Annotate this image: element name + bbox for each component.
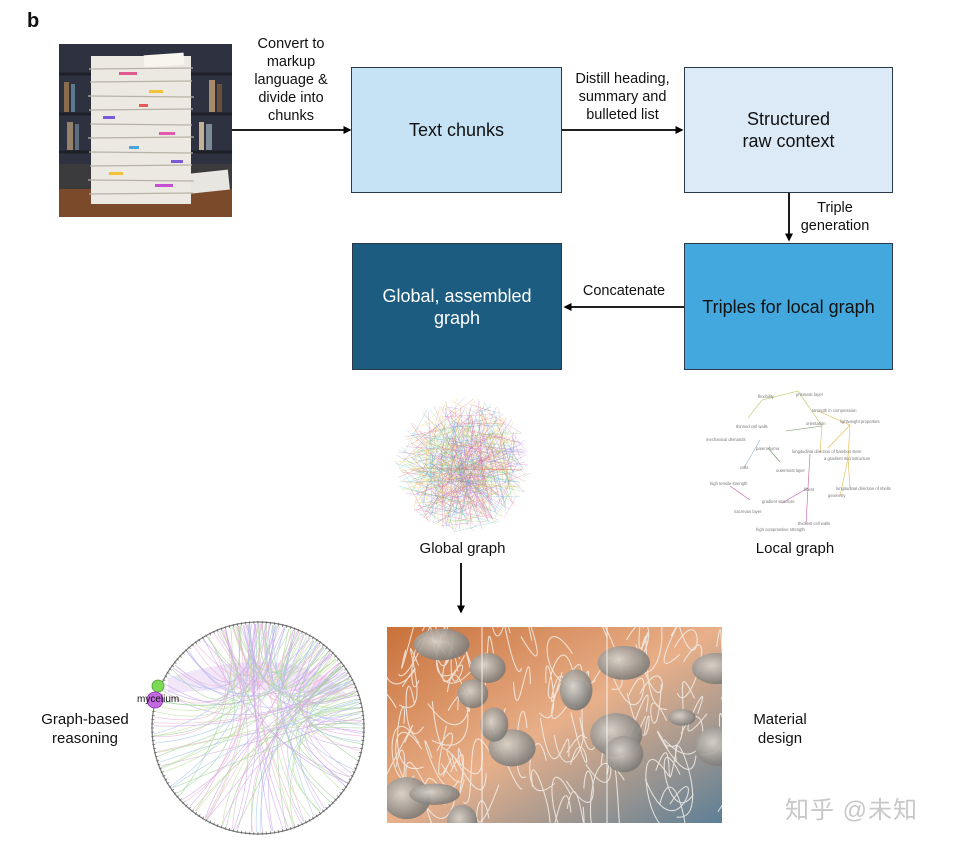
global-assembled-line2: graph bbox=[433, 307, 481, 328]
distill-label: Distill heading, summary and bulleted li… bbox=[575, 71, 670, 123]
local-node-label: strength in compression bbox=[812, 408, 857, 413]
global-assembled-box: Global, assembled graph bbox=[352, 243, 562, 370]
global-assembled-line1: Global, assembled bbox=[382, 285, 532, 306]
triple-generation-label: Triple generation bbox=[800, 200, 870, 234]
panel-label: b bbox=[27, 10, 40, 32]
watermark: 知乎 @未知 bbox=[785, 797, 919, 824]
text-chunks-label: Text chunks bbox=[408, 120, 505, 140]
local-node-label: longitudinal direction of shells bbox=[836, 486, 891, 491]
local-node-label: longitudinal direction of bamboo stem bbox=[792, 449, 862, 454]
local-node-label: orientation bbox=[806, 421, 826, 426]
local-node-label: flexibility bbox=[758, 394, 775, 399]
local-node-label: geometry bbox=[828, 493, 846, 498]
local-node-label: thickest cell walls bbox=[798, 521, 830, 526]
structured-context-box: Structured raw context bbox=[684, 67, 893, 193]
local-node-label: gradient structure bbox=[762, 499, 795, 504]
convert-label: Convert to markup language & divide into… bbox=[254, 36, 328, 124]
local-node-label: parenchyma bbox=[756, 446, 780, 451]
global-graph-caption: Global graph bbox=[419, 540, 506, 557]
graph-reasoning-image bbox=[146, 621, 365, 835]
local-node-label: a gradient microstructure bbox=[824, 456, 871, 461]
local-node-label: high compressive strength bbox=[756, 527, 806, 532]
local-node-label: mechanical demands bbox=[706, 437, 746, 442]
local-node-label: high tensile strength bbox=[710, 481, 748, 486]
local-node-label: prismatic layer bbox=[796, 392, 824, 397]
graph-reasoning-caption: Graph-based reasoning bbox=[41, 711, 129, 747]
mycelium-node-label: mycelium bbox=[137, 694, 180, 705]
text-chunks-box: Text chunks bbox=[351, 67, 562, 193]
local-node-label: nacreous layer bbox=[734, 509, 762, 514]
concatenate-label: Concatenate bbox=[582, 283, 666, 299]
local-graph-caption: Local graph bbox=[755, 540, 835, 557]
local-node-label: thinned cell walls bbox=[736, 424, 768, 429]
global-graph-image bbox=[395, 397, 531, 533]
papers-stack-image bbox=[59, 44, 232, 217]
local-node-label: outermost layer bbox=[776, 468, 805, 473]
local-node-label: lightweight properties bbox=[840, 419, 880, 424]
local-node-label: cells bbox=[740, 465, 748, 470]
structured-line2: raw context bbox=[742, 131, 835, 151]
triples-local-box: Triples for local graph bbox=[684, 243, 893, 370]
material-design-image bbox=[387, 627, 722, 823]
structured-line1: Structured bbox=[746, 109, 831, 129]
local-graph-image: flexibility prismatic layer strength in … bbox=[706, 390, 891, 532]
material-design-caption: Material design bbox=[753, 711, 807, 747]
local-node-label: fibers bbox=[804, 487, 814, 492]
triples-local-label: Triples for local graph bbox=[702, 296, 875, 317]
